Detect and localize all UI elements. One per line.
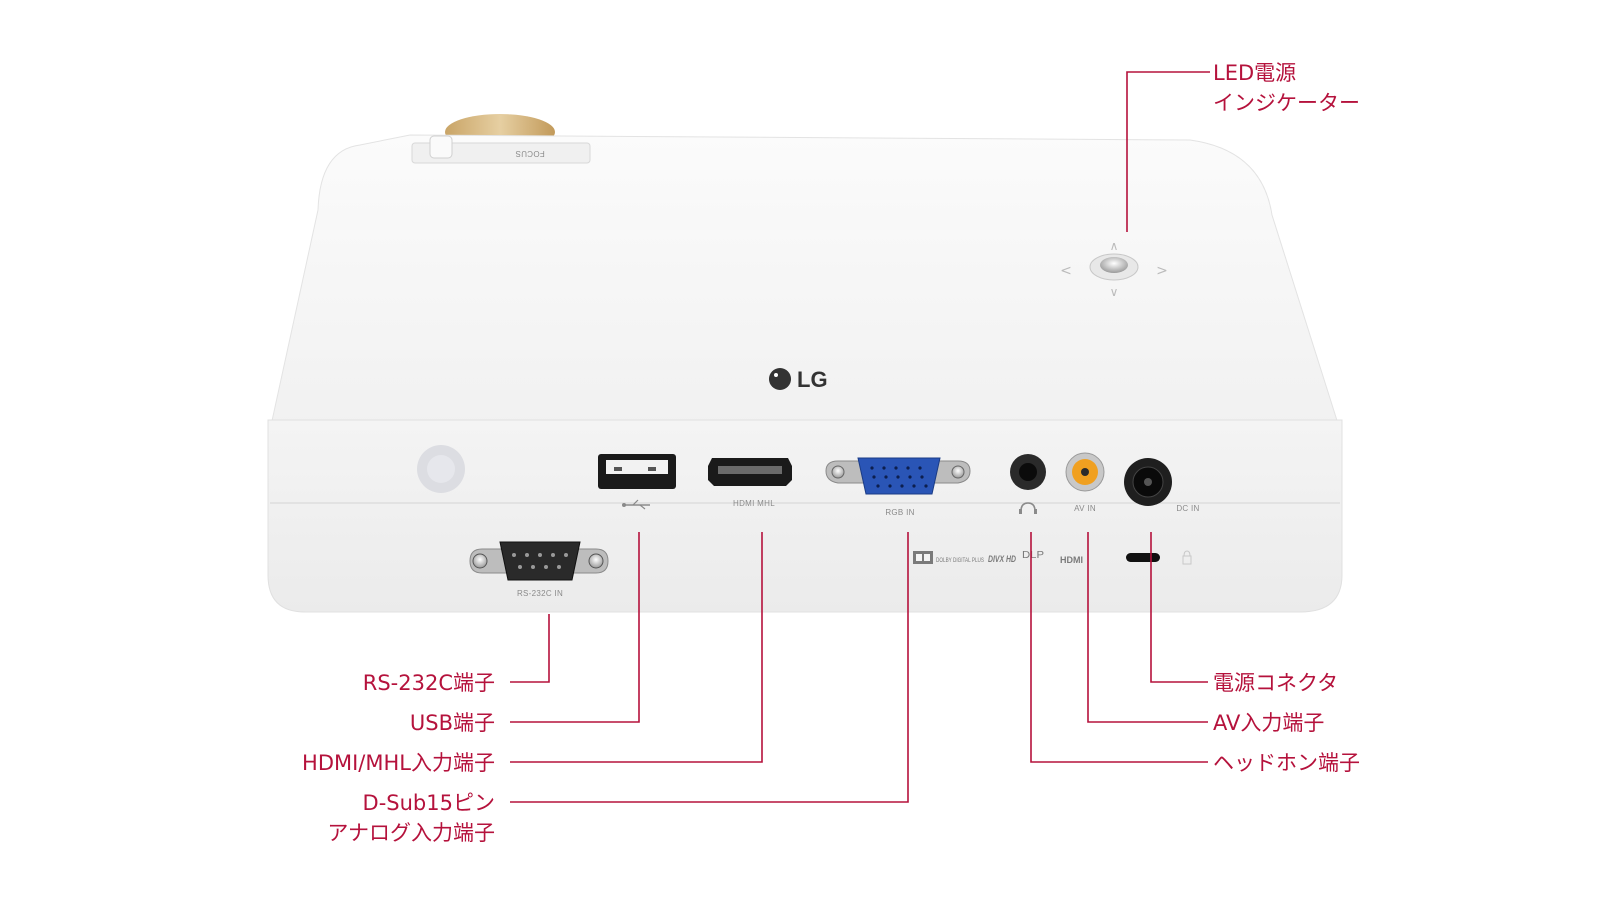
divx-logo: DIVX HD	[988, 554, 1016, 564]
callout-dsub-line2: アナログ入力端子	[327, 821, 495, 845]
callout-usb: USB端子	[410, 711, 495, 735]
svg-text:∧: ∧	[1110, 239, 1119, 253]
usb-icon	[622, 499, 650, 510]
lg-logo: LG	[769, 367, 828, 392]
ir-sensor	[417, 445, 465, 493]
line-rs232	[510, 614, 550, 683]
line-dsub	[510, 532, 909, 803]
headphone-icon	[1019, 502, 1037, 514]
line-usb	[510, 532, 640, 723]
line-av	[1087, 532, 1208, 723]
rgb-port-label: RGB IN	[885, 508, 914, 517]
dolby-logo: DOLBY DIGITAL PLUS	[913, 551, 984, 564]
callout-hdmi: HDMI/MHL入力端子	[302, 751, 495, 775]
callout-led-line2: インジケーター	[1213, 91, 1360, 115]
hdmi-port[interactable]: HDMI MHL	[708, 458, 792, 508]
rgb-port[interactable]: RGB IN	[825, 457, 971, 517]
hdmi-logo: HDMI	[1060, 555, 1083, 565]
power-button-dpad[interactable]: < > ∧ ∨	[1060, 239, 1168, 299]
callout-lines	[510, 71, 1210, 803]
svg-text:LG: LG	[797, 367, 828, 392]
callout-dsub-line1: D-Sub15ピン	[363, 791, 495, 815]
line-headphone	[1030, 532, 1208, 763]
svg-text:∨: ∨	[1110, 285, 1119, 299]
line-power	[1150, 532, 1208, 683]
svg-text:<: <	[1060, 263, 1072, 279]
callout-power: 電源コネクタ	[1213, 671, 1338, 695]
lock-icon	[1182, 550, 1192, 565]
rs232c-port[interactable]: RS-232C IN	[469, 541, 609, 598]
callout-rs232: RS-232C端子	[363, 671, 495, 695]
dlp-logo: DLP	[1022, 550, 1044, 561]
dc-in-jack[interactable]: DC IN	[1124, 458, 1200, 513]
line-hdmi	[510, 532, 763, 763]
focus-slider[interactable]: FOCUS	[411, 135, 591, 164]
callout-av: AV入力端子	[1213, 711, 1324, 735]
av-port-label: AV IN	[1074, 504, 1096, 513]
rs232c-port-label: RS-232C IN	[517, 589, 563, 598]
callout-labels: LED電源 インジケーター RS-232C端子 USB端子 HDMI/MHL入力…	[302, 61, 1360, 845]
av-in-jack[interactable]: AV IN	[1065, 452, 1105, 513]
svg-text:>: >	[1156, 263, 1168, 279]
certification-logos: DOLBY DIGITAL PLUS DIVX HD DLP HDMI	[913, 550, 1083, 565]
headphone-jack[interactable]	[1010, 454, 1046, 514]
dc-port-label: DC IN	[1176, 504, 1199, 513]
callout-led-line1: LED電源	[1213, 61, 1296, 85]
usb-port[interactable]	[598, 454, 676, 510]
focus-label: FOCUS	[515, 149, 545, 158]
line-led	[1126, 71, 1210, 232]
callout-headphone: ヘッドホン端子	[1213, 751, 1360, 775]
svg-text:DOLBY DIGITAL PLUS: DOLBY DIGITAL PLUS	[936, 557, 984, 564]
hdmi-port-label: HDMI MHL	[733, 499, 775, 508]
